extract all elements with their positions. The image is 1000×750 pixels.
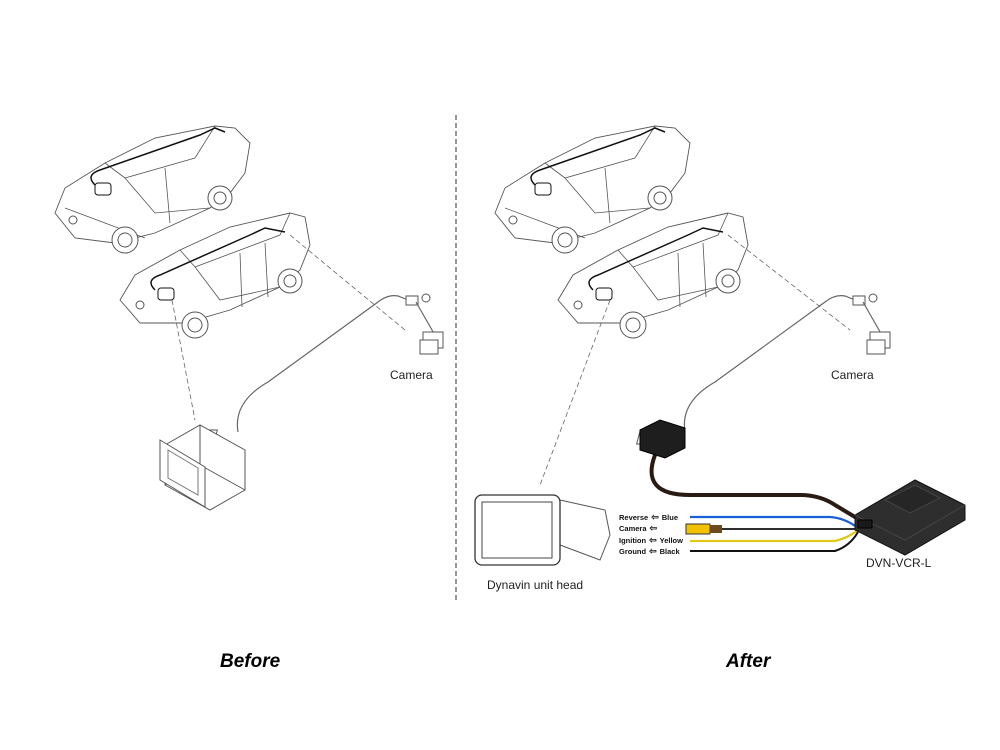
main-harness-cable [649, 454, 862, 522]
wire-function: Camera [619, 524, 647, 533]
leader-line [539, 299, 611, 486]
wagon-head-unit-mark [157, 287, 175, 301]
sedan-head-unit-mark [94, 182, 112, 196]
sedan-illustration [54, 125, 251, 254]
arrow-left-icon: ⇦ [651, 512, 659, 522]
head-unit-label: Dynavin unit head [487, 578, 584, 592]
wagon-cable-route [588, 227, 724, 291]
ground-wire-black [690, 531, 859, 552]
wire-function: Reverse [619, 513, 649, 522]
wire-legend-row: Ground⇦Black [619, 546, 680, 557]
arrow-left-icon: ⇦ [649, 535, 657, 545]
after-panel [474, 125, 966, 566]
wire-legend-row: Reverse⇦Blue [619, 512, 678, 523]
rca-plug-yellow [685, 523, 711, 535]
wire-function: Ground [619, 547, 647, 556]
before-camera-label: Camera [390, 368, 433, 382]
oem-head-unit-illustration [159, 424, 246, 511]
sedan-cable-route [530, 127, 666, 186]
leader-line [289, 234, 406, 331]
sedan-cable-route [90, 127, 226, 186]
arrow-left-icon: ⇦ [649, 546, 657, 556]
after-caption: After [726, 651, 771, 672]
wiring-harness [639, 419, 862, 552]
wire-color-name: Blue [661, 513, 679, 522]
leader-line [171, 299, 196, 421]
dynavin-head-unit-illustration [474, 494, 611, 566]
wire-function: Ignition [619, 536, 647, 545]
wire-color-name: Black [659, 547, 680, 556]
wire-legend-row: Camera⇦ [619, 523, 660, 534]
sedan-illustration [494, 125, 691, 254]
wagon-cable-route [150, 227, 286, 291]
leader-line [727, 234, 851, 331]
after-camera-label: Camera [831, 368, 874, 382]
before-caption: Before [220, 651, 281, 672]
arrow-left-icon: ⇦ [649, 523, 658, 533]
harness-connector [639, 419, 686, 459]
rca-plug-sleeve [710, 525, 722, 533]
module-label: DVN-VCR-L [866, 556, 932, 570]
wire-legend-row: Ignition⇦Yellow [619, 535, 683, 546]
before-panel [54, 125, 444, 511]
wire-color-name: Yellow [659, 536, 683, 545]
wagon-head-unit-mark [595, 287, 613, 301]
dvn-vcr-l-module [854, 479, 966, 556]
sedan-head-unit-mark [534, 182, 552, 196]
ignition-wire-yellow [690, 529, 859, 543]
